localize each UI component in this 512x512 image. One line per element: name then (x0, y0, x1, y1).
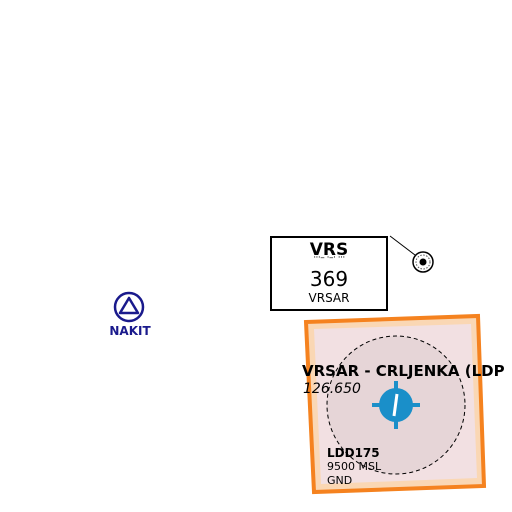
ndb-morse-code: ···– ·–· ··· (313, 253, 345, 263)
airport-icon[interactable] (372, 381, 420, 429)
airspace-id: LDD175 (327, 446, 380, 460)
airspace-upper-limit: 9500 MSL (327, 460, 382, 473)
ndb-name: VRSAR (308, 291, 350, 305)
waypoint-label: NAKIT (109, 324, 151, 338)
airport-frequency: 126.650 (303, 381, 361, 397)
ndb-frequency: 369 (309, 267, 349, 291)
ndb-icon[interactable] (412, 251, 434, 273)
waypoint-triangle-icon[interactable] (113, 291, 145, 323)
airspace-lower-limit: GND (327, 474, 353, 487)
ndb-info-box[interactable]: VRS ···– ·–· ··· 369 VRSAR (270, 236, 388, 311)
ndb-leader-line (389, 235, 416, 256)
airport-name: VRSAR - CRLJENKA (LDP (302, 362, 505, 380)
ndb-ident: VRS (309, 240, 349, 260)
